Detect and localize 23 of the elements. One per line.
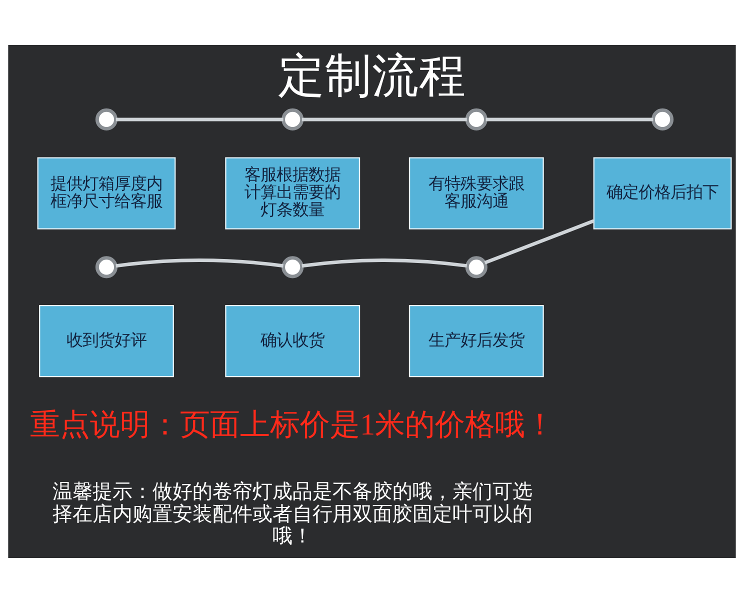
connector [302,117,467,121]
node-circle [651,108,674,130]
connector [302,258,468,268]
node-circle [95,108,118,130]
connector [116,117,284,121]
node-circle [465,256,488,278]
connector [484,218,594,264]
node-box: 确认收货 [225,304,360,377]
node-box: 确定价格后拍下 [593,156,732,229]
node-box: 有特殊要求跟客服沟通 [408,156,544,229]
diagram-title: 定制流程 [278,48,466,102]
node-box: 提供灯箱厚度内框净尺寸给客服 [37,156,176,229]
connector [116,258,284,268]
node-circle [282,256,304,278]
node-box: 生产好后发货 [408,304,544,377]
node-circle [95,256,118,278]
connector [486,117,654,121]
label: 重点说明：页面上标价是1米的价格哦！ [30,406,556,441]
node-circle [282,108,304,130]
node-box: 收到货好评 [39,304,174,377]
label: 温馨提示：做好的卷帘灯成品是不备胶的哦，亲们可选择在店内购置安装配件或者自行用双面胶固定叶可以的哦！ [52,480,533,547]
node-circle [465,108,488,130]
node-box: 客服根据数据计算出需要的灯条数量 [225,156,360,229]
